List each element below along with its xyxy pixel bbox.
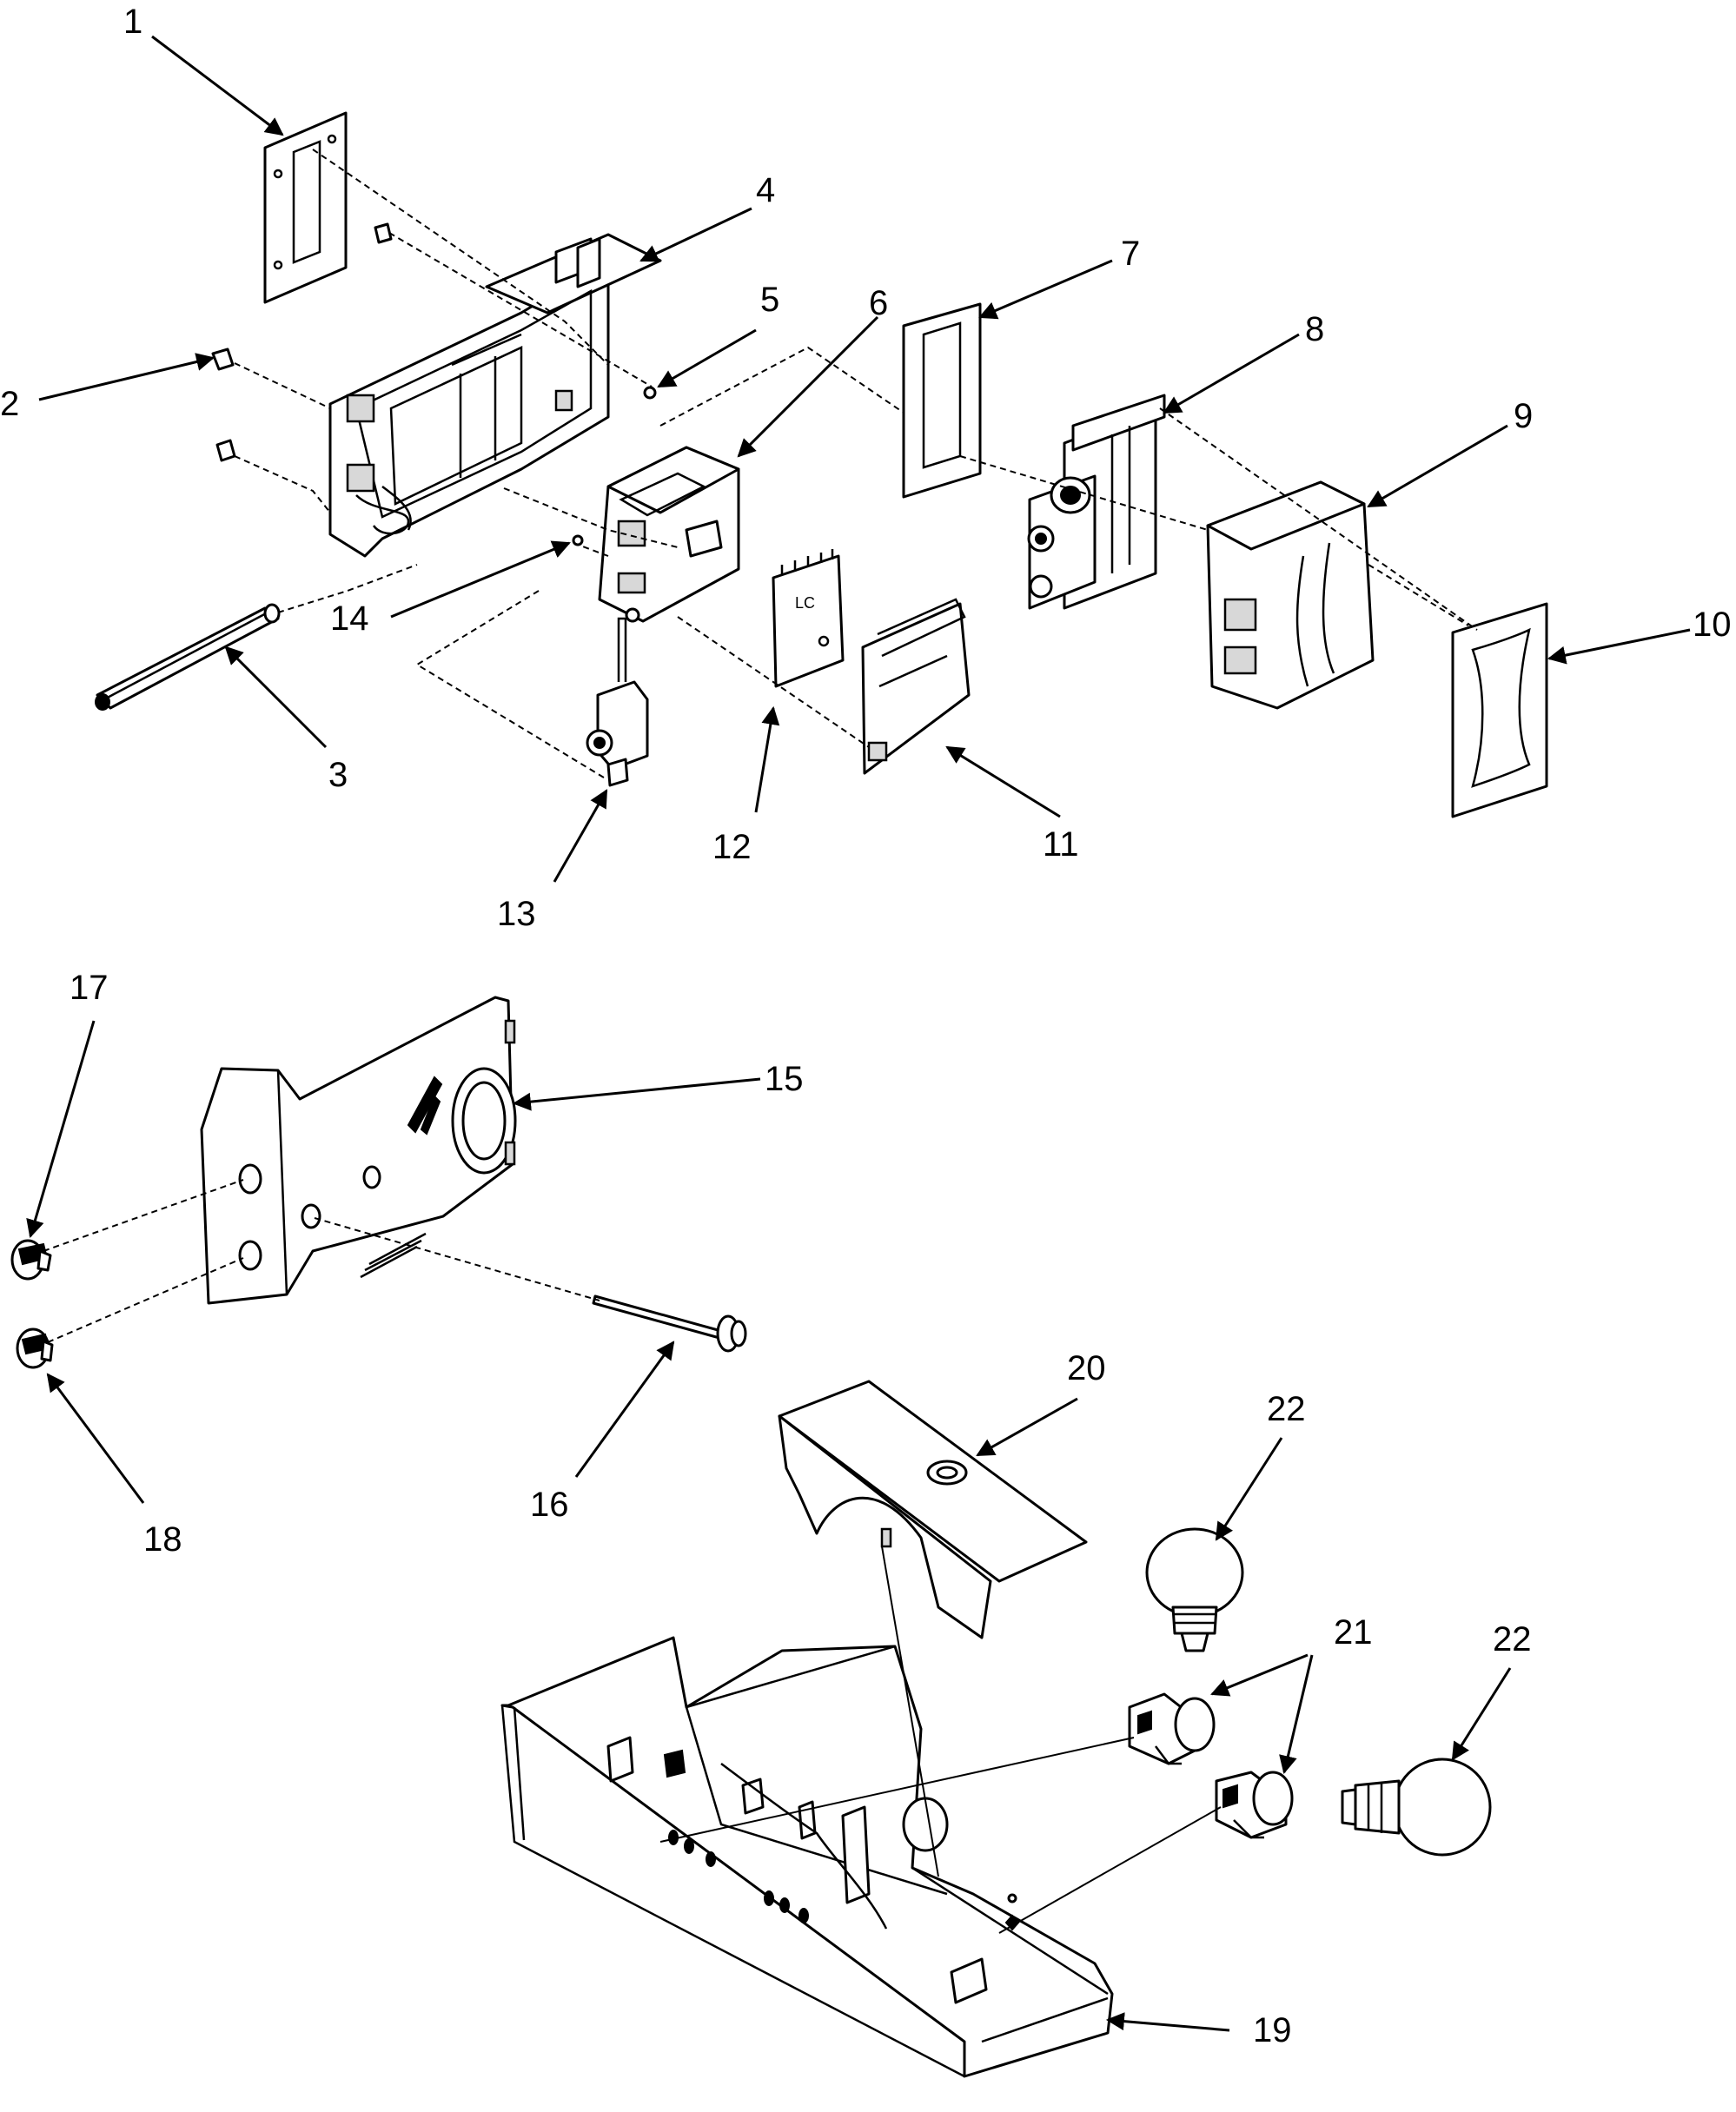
callout-19: 19 <box>1253 2011 1292 2049</box>
callout-17: 17 <box>70 969 109 1007</box>
callout-5: 5 <box>760 281 779 319</box>
callout-21: 21 <box>1334 1613 1373 1652</box>
callout-22-lower: 22 <box>1493 1620 1532 1658</box>
part-15-panel <box>200 996 517 1305</box>
part-10-trim <box>1451 602 1548 818</box>
part-18-knob <box>16 1327 54 1369</box>
callout-8: 8 <box>1305 310 1324 348</box>
callout-1: 1 <box>123 3 142 41</box>
part-2-screws <box>211 348 236 462</box>
part-3-rod <box>95 603 281 711</box>
callout-13: 13 <box>497 895 536 933</box>
part-7-gasket <box>902 302 982 499</box>
svg-text:LC: LC <box>795 594 815 612</box>
callout-4: 4 <box>756 171 775 209</box>
part-4-housing <box>328 233 662 558</box>
part-11-plate <box>861 598 971 775</box>
part-1-gasket <box>263 111 348 304</box>
part-20-cover <box>778 1380 1088 1639</box>
callout-18: 18 <box>143 1520 182 1559</box>
part-12-board: LC <box>772 549 845 688</box>
part-5-screw <box>374 222 657 400</box>
part-8-actuator <box>1027 394 1166 610</box>
callout-labels: 1 2 3 4 5 6 7 8 9 10 11 12 13 14 15 16 1… <box>0 3 1732 2049</box>
part-22-bulb-upper <box>1145 1527 1244 1652</box>
callout-14: 14 <box>330 599 369 638</box>
part-22-bulb-lower <box>1341 1758 1492 1857</box>
callout-7: 7 <box>1121 235 1140 273</box>
callout-11: 11 <box>1043 825 1079 864</box>
part-21-socket-upper <box>1128 1692 1216 1765</box>
part-19-housing <box>500 1636 1114 2078</box>
part-21-socket-lower <box>1215 1771 1294 1839</box>
callout-20: 20 <box>1067 1349 1106 1387</box>
callout-6: 6 <box>869 284 888 322</box>
part-16-shaft <box>592 1294 747 1353</box>
callout-10: 10 <box>1693 606 1732 644</box>
callout-22-upper: 22 <box>1267 1390 1306 1428</box>
callout-9: 9 <box>1514 397 1533 435</box>
top-alignment-lines <box>234 149 1478 778</box>
callout-15: 15 <box>765 1060 804 1098</box>
bottom-alignment-lines <box>659 1546 1222 1934</box>
part-9-bezel <box>1206 480 1375 710</box>
callout-3: 3 <box>328 756 348 794</box>
middle-alignment-lines <box>43 1179 600 1343</box>
leader-arrows <box>26 35 1691 2032</box>
callout-2: 2 <box>0 385 19 423</box>
part-13-switch <box>586 617 649 787</box>
callout-16: 16 <box>530 1486 569 1524</box>
callout-12: 12 <box>712 828 752 866</box>
part-6-bracket <box>598 446 740 623</box>
part-17-knob <box>10 1239 52 1281</box>
